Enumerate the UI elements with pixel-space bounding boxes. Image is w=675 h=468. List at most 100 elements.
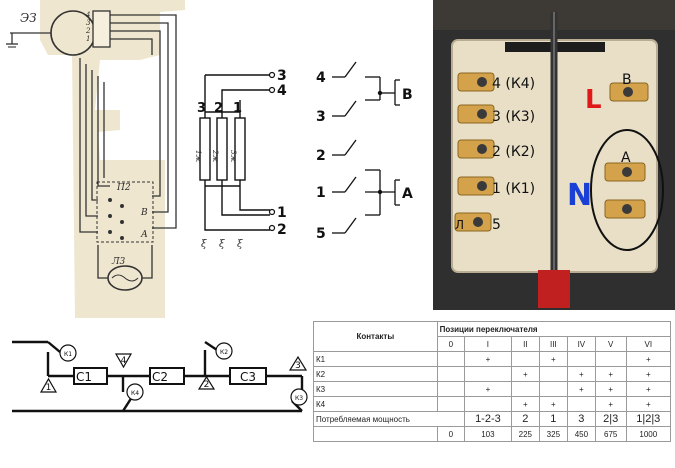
table-cell xyxy=(566,396,596,412)
table-cell xyxy=(566,351,596,367)
table-cell xyxy=(510,381,540,397)
table-cell: + xyxy=(566,381,596,397)
photo-terminal-a: А xyxy=(621,150,631,166)
positions-table: Контакты Позиции переключателя 0 I II II… xyxy=(313,321,672,442)
photo-small-l: Л xyxy=(455,218,464,232)
pin-3: 3 xyxy=(86,19,91,27)
table-cell xyxy=(463,366,512,382)
combo-cell: 1-2-3 xyxy=(463,411,512,427)
switch-k1-icon xyxy=(59,344,77,362)
switch-output-a: А xyxy=(402,186,413,202)
red-tag xyxy=(538,270,570,308)
node-1-label: 1 xyxy=(46,383,52,393)
table-cell: + xyxy=(594,366,627,382)
resistor-c2 xyxy=(149,367,185,385)
switch-k2-icon xyxy=(215,342,233,360)
terminal-b-label: В xyxy=(140,208,148,218)
switch-label: П2 xyxy=(116,183,131,193)
switch-contact-5: 5 xyxy=(316,226,326,242)
table-cell: + xyxy=(625,396,672,412)
bottom-mark-1: ξ xyxy=(201,239,207,250)
table-cell xyxy=(594,351,627,367)
position-cell: III xyxy=(538,336,568,352)
heater-label: ЭЗ xyxy=(20,11,37,25)
switch-k4-icon xyxy=(126,383,144,401)
table-row: К3 + + + + xyxy=(313,381,672,397)
watts-cell: 225 xyxy=(510,426,540,442)
table-cell xyxy=(463,396,512,412)
combo-label: Потребляемая мощность xyxy=(313,411,465,427)
row-label: К3 xyxy=(313,381,438,397)
resistor-c3 xyxy=(229,367,267,385)
table-cell xyxy=(436,396,465,412)
switch-box xyxy=(96,181,154,243)
terminal-label-3: 3 xyxy=(277,68,287,84)
pin-1: 1 xyxy=(86,35,90,43)
position-cell: I xyxy=(463,336,512,352)
node-4-label: 4 xyxy=(121,356,127,366)
photo-contact-3: 3 (К3) xyxy=(492,109,535,125)
switch-k3-icon xyxy=(290,388,308,406)
position-cell: VI xyxy=(625,336,672,352)
table-cell: + xyxy=(510,366,540,382)
bottom-mark-2: ξ xyxy=(219,239,225,250)
terminal-label-2: 2 xyxy=(277,222,287,238)
photo-contact-1: 1 (К1) xyxy=(492,181,535,197)
switch-k3-label: К3 xyxy=(295,395,303,402)
combo-cell: 2|3 xyxy=(594,411,627,427)
terminal-a-label: А xyxy=(140,230,148,240)
table-cell: + xyxy=(625,381,672,397)
switch-k2-label: К2 xyxy=(220,349,228,356)
resistor-c1 xyxy=(73,367,108,385)
table-row: К1 + + + xyxy=(313,351,672,367)
letter-n: N xyxy=(567,178,592,213)
lamp-label: Л3 xyxy=(111,257,126,267)
switch-k1-label: К1 xyxy=(64,351,72,358)
letter-l: L xyxy=(585,85,602,115)
switch-contact-2: 2 xyxy=(316,148,326,164)
node-4-triangle xyxy=(114,353,133,369)
terminal-block xyxy=(92,10,111,48)
resistor-c2-label: С2 xyxy=(152,370,168,384)
resistor-c1-label: С1 xyxy=(76,370,92,384)
table-cell xyxy=(510,351,540,367)
watts-cell: 0 xyxy=(436,426,465,442)
node-3-label: 3 xyxy=(295,361,301,371)
combo-cell: 1 xyxy=(538,411,568,427)
watts-cell: 675 xyxy=(594,426,627,442)
watts-cell: 325 xyxy=(538,426,568,442)
table-cell xyxy=(436,381,465,397)
positions-row: 0 I II III IV V VI xyxy=(314,336,672,352)
table-row: К2 + + + + xyxy=(313,366,672,382)
photo-contact-4: 4 (К4) xyxy=(492,76,535,92)
wiring-sketch: ЭЗ 4 3 2 1 П2 В А xyxy=(6,0,185,318)
table-cell: + xyxy=(594,381,627,397)
table-cell: + xyxy=(510,396,540,412)
terminal-ellipse xyxy=(590,129,664,251)
coil-label-3: 3 xyxy=(197,101,206,116)
photo-contact-2: 2 (К2) xyxy=(492,144,535,160)
watts-cell: 450 xyxy=(566,426,596,442)
coil-mark-3: 3ж xyxy=(229,150,237,162)
position-cell: 0 xyxy=(436,336,465,352)
combo-cell: 2 xyxy=(510,411,540,427)
combo-cell: 1|2|3 xyxy=(625,411,672,427)
node-2-triangle xyxy=(197,375,216,390)
table-cell: + xyxy=(463,351,512,367)
position-cell: II xyxy=(510,336,540,352)
terminal-label-4: 4 xyxy=(277,83,287,99)
coil-label-1: 1 xyxy=(233,101,242,116)
row-label: К4 xyxy=(313,396,438,412)
switch-photo: 4 (К4) 3 (К3) 2 (К2) 1 (К1) 5 Л В А L N xyxy=(433,0,675,310)
node-2-label: 2 xyxy=(204,380,210,390)
switch-contact-3: 3 xyxy=(316,109,326,125)
table-cell: + xyxy=(625,351,672,367)
heater-schematic xyxy=(199,74,270,231)
switch-contact-1: 1 xyxy=(316,185,326,201)
pin-2: 2 xyxy=(85,27,91,35)
row-label: К1 xyxy=(313,351,438,367)
watts-cell: 103 xyxy=(463,426,512,442)
table-cell: + xyxy=(566,366,596,382)
resistor-c3-label: С3 xyxy=(240,370,256,384)
